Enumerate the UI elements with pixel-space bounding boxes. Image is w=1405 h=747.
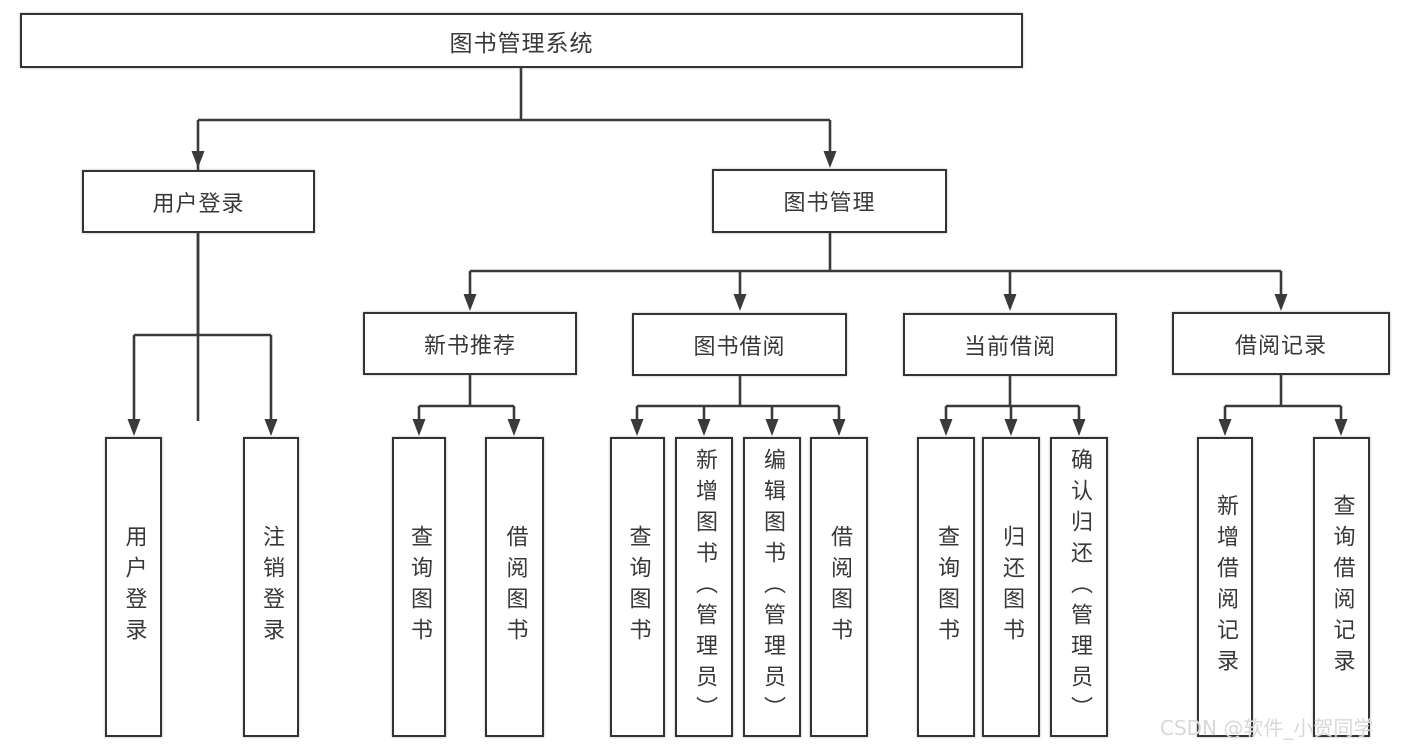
leaf-logout-label: 注销登录: [259, 525, 284, 649]
csdn-watermark: CSDN @软件_小贺同学: [1160, 716, 1374, 740]
leaf-borrow-borrow-book-label: 借阅图书: [827, 525, 852, 649]
leaf-logout: 注销登录: [243, 437, 299, 737]
node-user-login-label: 用户登录: [152, 191, 245, 217]
leaf-user-login: 用户登录: [105, 437, 162, 737]
leaf-current-return-book: 归还图书: [982, 437, 1040, 737]
node-user-login: 用户登录: [82, 170, 315, 233]
leaf-current-confirm-return-label: 确认归还（管理员）: [1067, 447, 1092, 727]
leaf-user-login-label: 用户登录: [121, 525, 147, 649]
leaf-borrow-edit-book-label: 编辑图书（管理员）: [760, 447, 785, 727]
node-book-management-label: 图书管理: [783, 191, 876, 216]
connector-new-book-children: [412, 375, 521, 436]
leaf-borrow-add-book-label: 新增图书（管理员）: [692, 447, 717, 727]
leaf-borrow-add-book: 新增图书（管理员）: [675, 437, 733, 737]
node-current-borrow-label: 当前借阅: [963, 334, 1056, 360]
node-root-label: 图书管理系统: [449, 30, 594, 57]
leaf-record-query: 查询借阅记录: [1313, 437, 1370, 737]
connector-book-management-children: [463, 233, 1288, 311]
leaf-borrow-query-book-label: 查询图书: [625, 525, 651, 649]
node-book-borrow: 图书借阅: [632, 313, 847, 376]
leaf-current-query-book: 查询图书: [917, 437, 975, 737]
leaf-record-query-label: 查询借阅记录: [1329, 494, 1355, 680]
leaf-current-confirm-return: 确认归还（管理员）: [1050, 437, 1108, 737]
node-borrow-record: 借阅记录: [1172, 312, 1390, 375]
leaf-borrow-edit-book: 编辑图书（管理员）: [743, 437, 801, 737]
connector-root-to-level2: [191, 68, 837, 421]
leaf-recommend-query-book: 查询图书: [392, 437, 446, 737]
leaf-recommend-query-book-label: 查询图书: [407, 525, 432, 649]
leaf-recommend-borrow-book: 借阅图书: [485, 437, 544, 737]
leaf-recommend-borrow-book-label: 借阅图书: [502, 525, 528, 649]
connector-book-borrow-children: [630, 375, 846, 436]
leaf-record-add: 新增借阅记录: [1197, 437, 1253, 737]
node-root-system: 图书管理系统: [20, 13, 1023, 68]
node-new-book-recommend-label: 新书推荐: [423, 333, 516, 359]
node-new-book-recommend: 新书推荐: [363, 312, 577, 375]
leaf-current-query-book-label: 查询图书: [934, 525, 959, 649]
leaf-current-return-book-label: 归还图书: [999, 525, 1024, 649]
connector-borrow-record-children: [1218, 375, 1348, 436]
node-book-management: 图书管理: [712, 169, 947, 233]
leaf-borrow-query-book: 查询图书: [610, 437, 665, 737]
node-book-borrow-label: 图书借阅: [693, 334, 786, 360]
connector-current-borrow-children: [939, 375, 1086, 436]
leaf-borrow-borrow-book: 借阅图书: [810, 437, 868, 737]
node-borrow-record-label: 借阅记录: [1234, 333, 1327, 359]
connector-user-login-children: [127, 333, 278, 436]
node-current-borrow: 当前借阅: [903, 313, 1117, 376]
leaf-record-add-label: 新增借阅记录: [1213, 494, 1238, 680]
